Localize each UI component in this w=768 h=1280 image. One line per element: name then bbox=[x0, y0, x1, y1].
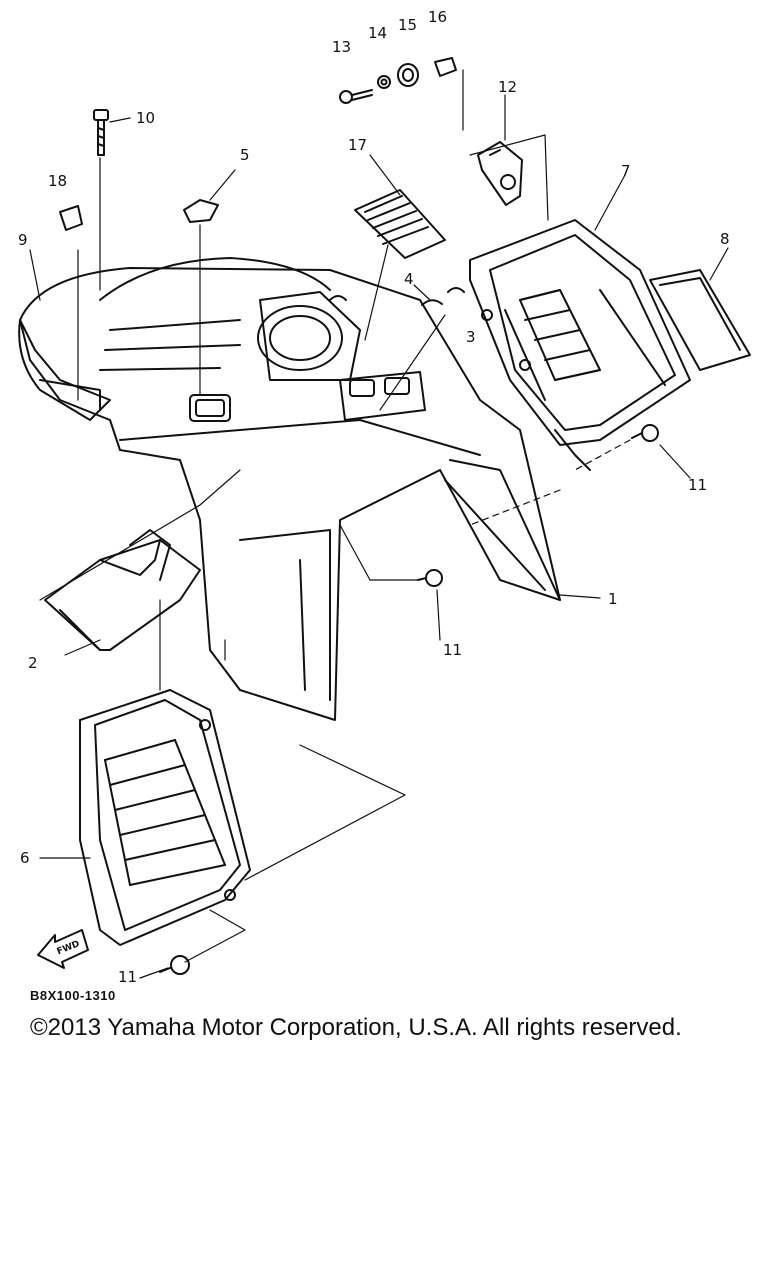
part-8-pad bbox=[649, 269, 751, 371]
leader-lines bbox=[29, 69, 729, 979]
bolt-11-right bbox=[631, 424, 659, 442]
copyright-notice: ©2013 Yamaha Motor Corporation, U.S.A. A… bbox=[30, 1014, 682, 1041]
part-10-screw bbox=[93, 109, 109, 156]
part-2-duct bbox=[44, 529, 201, 651]
callout-15: 15 bbox=[398, 16, 417, 34]
parts-13-16-fasteners bbox=[339, 57, 457, 104]
part-9-side-cover bbox=[18, 319, 111, 421]
callout-2: 2 bbox=[28, 654, 38, 672]
callout-5: 5 bbox=[240, 146, 250, 164]
callout-1: 1 bbox=[608, 590, 618, 608]
fwd-arrow-icon: FWD bbox=[37, 929, 89, 969]
callout-13: 13 bbox=[332, 38, 351, 56]
callout-9: 9 bbox=[18, 231, 28, 249]
callout-6: 6 bbox=[20, 849, 30, 867]
part-17-label bbox=[354, 189, 446, 259]
callout-labels: 1 2 3 4 5 6 7 8 9 10 11 11 11 12 13 14 1… bbox=[18, 8, 730, 986]
callout-7: 7 bbox=[621, 162, 631, 180]
callout-11-center: 11 bbox=[443, 641, 462, 659]
callout-11-right: 11 bbox=[688, 476, 707, 494]
diagram-code: B8X100-1310 bbox=[30, 988, 116, 1003]
part-18-cap bbox=[59, 205, 83, 231]
callout-18: 18 bbox=[48, 172, 67, 190]
callout-3: 3 bbox=[466, 328, 476, 346]
callout-11-bottom: 11 bbox=[118, 968, 137, 986]
callout-10: 10 bbox=[136, 109, 155, 127]
parts-3-4-grommets bbox=[421, 287, 465, 306]
callout-16: 16 bbox=[428, 8, 447, 26]
callout-14: 14 bbox=[368, 24, 387, 42]
bolt-11-center bbox=[417, 569, 443, 587]
bolt-11-bottom bbox=[159, 955, 190, 975]
part-1-body bbox=[19, 257, 561, 721]
part-7-right-grille bbox=[469, 219, 691, 471]
callout-8: 8 bbox=[720, 230, 730, 248]
callout-12: 12 bbox=[498, 78, 517, 96]
parts-diagram: FWD 1 2 3 bbox=[18, 8, 751, 986]
part-12-bracket bbox=[477, 141, 523, 206]
part-5-clip bbox=[183, 199, 219, 223]
callout-17: 17 bbox=[348, 136, 367, 154]
callout-4: 4 bbox=[404, 270, 414, 288]
part-6-lower-grille bbox=[79, 689, 251, 946]
